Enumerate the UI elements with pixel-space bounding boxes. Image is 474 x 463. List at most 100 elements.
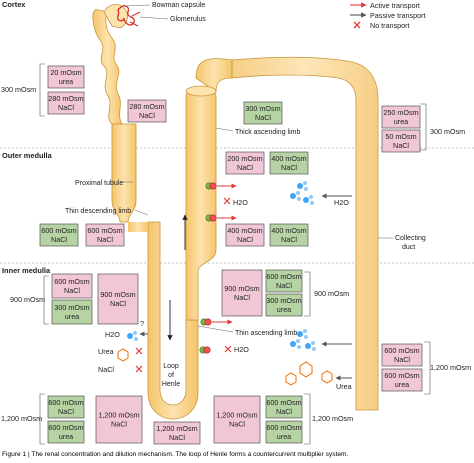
box-solute: urea bbox=[59, 77, 73, 86]
box-value: 280 mOsm bbox=[48, 94, 83, 103]
tal-leader bbox=[215, 127, 234, 132]
box-solute: NaCl bbox=[393, 141, 409, 150]
bowman-capsule-label: Bowman capsule bbox=[152, 2, 205, 9]
box-value: 400 mOsm bbox=[227, 226, 262, 235]
box-solute: NaCl bbox=[58, 103, 74, 112]
box-solute: NaCl bbox=[229, 420, 245, 429]
box-solute: NaCl bbox=[111, 420, 127, 429]
box-background bbox=[381, 368, 423, 392]
box-background bbox=[265, 269, 303, 293]
tdl-leader bbox=[134, 209, 149, 216]
box-background bbox=[51, 299, 93, 325]
box-background bbox=[381, 129, 421, 153]
box-value: 1,200 mOsm bbox=[216, 411, 257, 420]
box-solute: NaCl bbox=[51, 235, 67, 244]
loop-transporter bbox=[199, 346, 211, 354]
tal-opening bbox=[185, 85, 217, 97]
box-background bbox=[243, 101, 283, 125]
box-background bbox=[381, 105, 421, 129]
box-background bbox=[51, 273, 93, 299]
box-value: 600 mOsm bbox=[54, 277, 89, 286]
box-background bbox=[127, 99, 167, 123]
inner-medulla-label: Inner medulla bbox=[2, 266, 51, 275]
box-value: 50 mOsm bbox=[385, 132, 416, 141]
box-background bbox=[225, 223, 265, 247]
box-background bbox=[97, 273, 139, 325]
glomerulus-label: Glomerulus bbox=[170, 16, 206, 23]
right-1200-bracket bbox=[424, 341, 431, 395]
box-value: 600 mOsm bbox=[48, 398, 83, 407]
water-molecules-upper bbox=[290, 181, 314, 205]
nacl-left-label: NaCl bbox=[98, 365, 114, 374]
figure-caption: Figure 1 | The renal concentration and d… bbox=[2, 451, 349, 458]
box-value: 300 mOsm bbox=[54, 303, 89, 312]
thin-ascending-label: Thin ascending limb bbox=[235, 330, 297, 337]
atl-transporter bbox=[200, 318, 233, 326]
red-cross-icon bbox=[353, 21, 361, 29]
box-solute: NaCl bbox=[394, 355, 410, 364]
left-900-label: 900 mOsm bbox=[10, 295, 45, 304]
urea-left-label: Urea bbox=[98, 347, 114, 356]
legend-none: No transport bbox=[370, 21, 410, 30]
left-1200-label: 1,200 mOsm bbox=[1, 414, 42, 423]
left-1200-bracket bbox=[39, 393, 45, 445]
bowman-capsule bbox=[103, 4, 128, 29]
box-background bbox=[95, 395, 143, 444]
tdl-water-h1 bbox=[133, 331, 137, 335]
box-value: 600 mOsm bbox=[48, 423, 83, 432]
box-solute: NaCl bbox=[64, 286, 80, 295]
water-molecules-lower bbox=[290, 329, 316, 351]
box-background bbox=[381, 343, 423, 367]
h2o-tdl-label: H2O bbox=[105, 330, 120, 339]
question-mark: ? bbox=[140, 319, 144, 328]
left-300-bracket bbox=[39, 63, 45, 117]
box-solute: urea bbox=[394, 117, 408, 126]
box-background bbox=[47, 65, 85, 89]
box-value: 1,200 mOsm bbox=[156, 424, 197, 433]
tal-transporter-2 bbox=[205, 214, 237, 222]
box-background bbox=[265, 395, 303, 419]
loop-label-1: Loop bbox=[163, 363, 179, 370]
right-1200-label: 1,200 mOsm bbox=[430, 363, 471, 372]
box-background bbox=[85, 223, 125, 247]
glomerulus-leader bbox=[139, 16, 169, 20]
box-background bbox=[265, 420, 303, 444]
tal-transporter-1 bbox=[205, 182, 237, 190]
box-solute: NaCl bbox=[237, 163, 253, 172]
box-background bbox=[213, 395, 261, 444]
box-solute: NaCl bbox=[234, 293, 250, 302]
legend-passive: Passive transport bbox=[370, 11, 426, 20]
mid-1200-label: 1,200 mOsm bbox=[312, 414, 353, 423]
box-value: 300 mOsm bbox=[245, 104, 280, 113]
h2o-loop-label: H2O bbox=[234, 345, 249, 354]
box-solute: NaCl bbox=[281, 235, 297, 244]
glomerulus-vessels bbox=[129, 11, 141, 27]
tdl-water-h2 bbox=[134, 337, 138, 341]
box-solute: NaCl bbox=[169, 433, 185, 442]
outer-medulla-label: Outer medulla bbox=[2, 151, 53, 160]
box-background bbox=[269, 151, 309, 175]
tdl-water-icon bbox=[127, 333, 133, 339]
box-value: 600 mOsm bbox=[266, 398, 301, 407]
connecting-tubule bbox=[195, 58, 233, 93]
box-value: 600 mOsm bbox=[41, 226, 76, 235]
glomerulus bbox=[117, 5, 135, 26]
no-water-cross-tal bbox=[223, 197, 231, 205]
box-background bbox=[153, 421, 201, 445]
loop-of-henle bbox=[147, 221, 199, 420]
